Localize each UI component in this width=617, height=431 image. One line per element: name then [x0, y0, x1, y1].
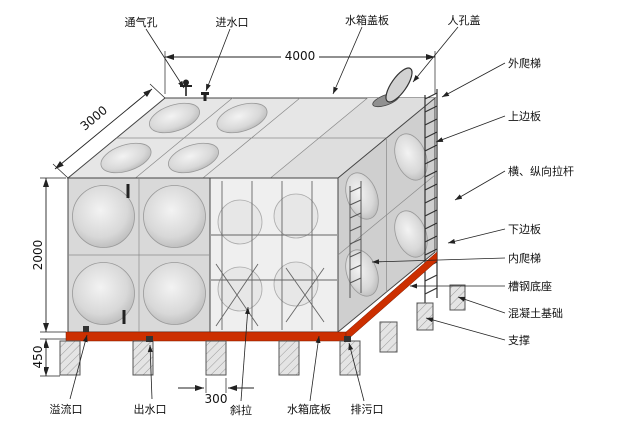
internal-ladder [349, 181, 362, 298]
panel-bulge [168, 142, 219, 174]
diagonal-brace [215, 263, 325, 327]
outlet-port [146, 336, 153, 342]
dim-base-height: 450 [31, 338, 66, 377]
panel-bulge [216, 102, 268, 134]
drain-port [344, 336, 351, 342]
vent-fitting [180, 79, 192, 96]
support-block [379, 321, 398, 353]
manhole-cover [372, 67, 413, 108]
diagonal-brace-label: 斜拉 [230, 403, 252, 417]
tank-bottom-plate-label: 水箱底板 [287, 402, 331, 416]
panel-bulge [143, 262, 206, 325]
water-outlet-label: 出水口 [134, 402, 167, 416]
dim-base-height-value: 450 [31, 346, 45, 369]
external-ladder-label: 外爬梯 [508, 57, 541, 70]
dim-support-spacing: 300 [178, 378, 254, 406]
interior-back-panel [273, 261, 319, 307]
panel-bulge [345, 172, 379, 220]
interior-back-panel [217, 199, 263, 245]
dim-support-spacing-value: 300 [205, 392, 228, 406]
drain-port-label: 排污口 [351, 402, 384, 416]
panel-bulge [143, 185, 206, 248]
tank-interior [209, 177, 339, 333]
external-ladder [424, 89, 438, 306]
leader-lines [69, 26, 506, 402]
dim-height-value: 2000 [31, 240, 45, 271]
support-label: 支撑 [508, 333, 530, 347]
overflow-port-label: 溢流口 [50, 402, 83, 416]
support-block [449, 284, 466, 311]
dim-height: 2000 [31, 177, 66, 333]
vent-hole-label: 通气孔 [125, 15, 158, 29]
support-block [416, 302, 434, 331]
tie-rod-frame [211, 181, 337, 330]
labels-right: 外爬梯 上边板 横、纵向拉杆 下边板 内爬梯 槽钢底座 混凝土基础 支撑 [508, 57, 574, 347]
tank-cover-plate-label: 水箱盖板 [345, 13, 389, 27]
interior-back-panel [217, 266, 263, 312]
water-inlet-label: 进水口 [216, 16, 249, 29]
manhole-cover-label: 人孔盖 [448, 13, 481, 27]
concrete-foundation-label: 混凝土基础 [508, 306, 563, 320]
panel-bulge [72, 185, 135, 248]
lower-side-plate-label: 下边板 [508, 222, 541, 236]
labels-top: 通气孔 进水口 水箱盖板 人孔盖 [125, 13, 481, 29]
panel-bulge [345, 249, 379, 297]
support-block [205, 340, 227, 376]
internal-ladder-label: 内爬梯 [508, 251, 541, 265]
support-block [59, 340, 81, 376]
tie-rods-label: 横、纵向拉杆 [508, 164, 574, 178]
labels-bottom: 溢流口 出水口 斜拉 水箱底板 排污口 [50, 402, 384, 417]
support-block [278, 340, 300, 376]
upper-side-plate-label: 上边板 [508, 109, 541, 123]
tank-front-grid [68, 178, 210, 332]
channel-steel-base-front [65, 331, 347, 342]
panel-bulge [72, 262, 135, 325]
overflow-port [83, 326, 89, 332]
inlet-fitting [201, 92, 209, 101]
tank-top-grid [116, 97, 387, 179]
interior-back-panel [273, 193, 319, 239]
dim-length: 4000 [164, 49, 436, 94]
dim-length-value: 4000 [285, 49, 316, 63]
channel-steel-base-label: 槽钢底座 [508, 279, 552, 293]
